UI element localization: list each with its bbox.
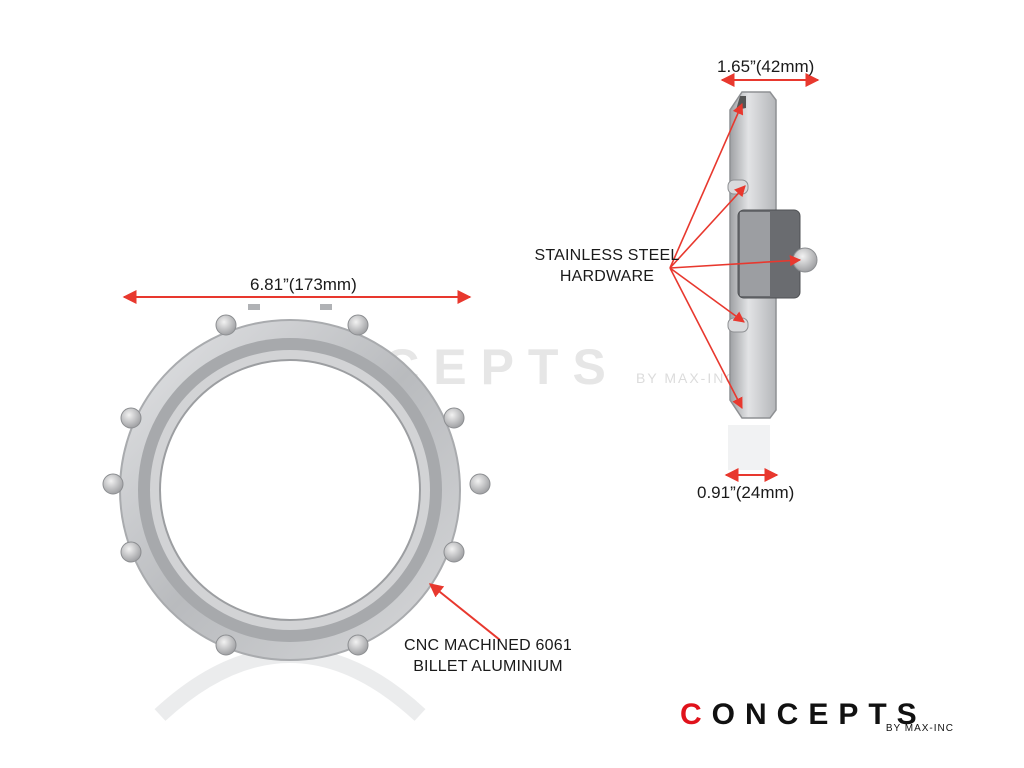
hardware-label-line1: STAINLESS STEEL [534,247,680,264]
brand-logo-text: CONCEPTS [680,700,927,730]
depth-top-label: 1.65”(42mm) [717,57,815,76]
watermark-sub: BY MAX-INC [636,370,738,386]
material-label: CNC MACHINED 6061 BILLET ALUMINIUM [398,635,578,677]
hardware-arrows [669,102,802,409]
brand-logo-first-letter: C [680,698,712,731]
material-label-line2: BILLET ALUMINIUM [413,658,563,675]
headlight-ring-side [727,91,818,470]
brand-logo-rest: ONCEPTS [711,698,927,731]
hardware-label: STAINLESS STEEL HARDWARE [532,245,682,287]
depth-bottom-label: 0.91”(24mm) [697,483,795,502]
brand-logo-sub: BY MAX-INC [885,723,954,734]
headlight-ring-front [119,304,461,721]
material-label-line1: CNC MACHINED 6061 [404,637,572,654]
hardware-label-line2: HARDWARE [559,268,655,285]
width-label: 6.81”(173mm) [250,275,357,294]
brand-logo: CONCEPTS BY MAX-INC [680,700,980,740]
material-arrow [428,583,501,641]
front-bolts [102,314,491,656]
